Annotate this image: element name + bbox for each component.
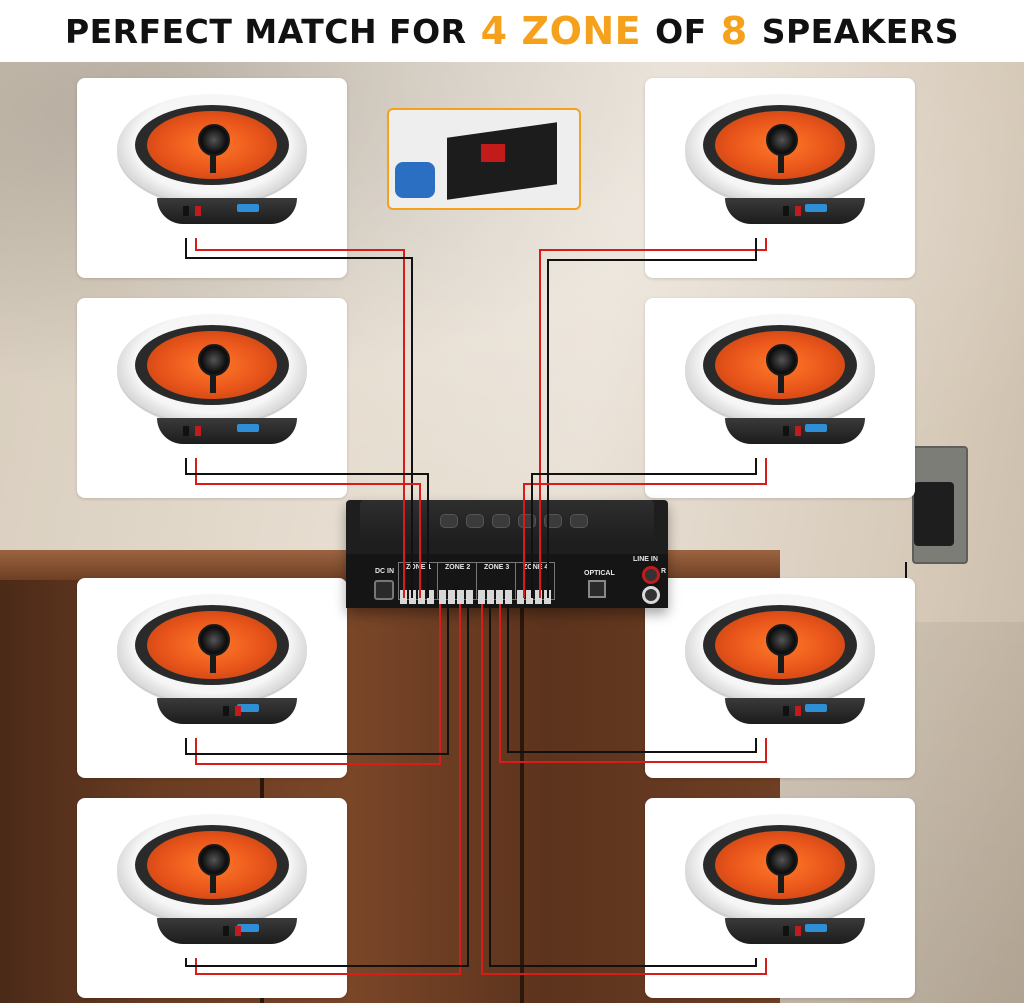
wire-black bbox=[507, 604, 757, 753]
speaker-card-3 bbox=[77, 298, 347, 498]
dc-in-jack bbox=[374, 580, 394, 600]
ceiling-speaker-icon bbox=[685, 594, 875, 724]
wire-black bbox=[547, 238, 757, 598]
headline-zones-word: ZONE bbox=[521, 9, 642, 53]
zone-1-label: ZONE 1 bbox=[406, 564, 432, 571]
speaker-terminal bbox=[448, 590, 455, 604]
headline-part3: SPEAKERS bbox=[761, 11, 960, 51]
cabinet-groove bbox=[520, 580, 524, 1003]
speaker-terminal bbox=[526, 590, 533, 604]
headline-speakers-count: 8 bbox=[720, 9, 748, 53]
power-adapter-icon bbox=[914, 482, 954, 546]
speaker-card-8 bbox=[645, 798, 915, 998]
speaker-card-4 bbox=[645, 298, 915, 498]
speaker-terminal bbox=[478, 590, 485, 604]
red-terminal bbox=[481, 144, 505, 162]
headline-part1: PERFECT MATCH FOR bbox=[64, 11, 467, 51]
wire-red bbox=[195, 604, 461, 975]
speaker-card-2 bbox=[645, 78, 915, 278]
ceiling-speaker-icon bbox=[685, 94, 875, 224]
wire-red bbox=[195, 604, 441, 765]
speaker-terminal bbox=[457, 590, 464, 604]
line-in-right-label: R bbox=[661, 568, 667, 575]
wire-black bbox=[185, 604, 469, 967]
wire-black bbox=[531, 458, 757, 598]
speaker-terminal bbox=[535, 590, 542, 604]
wire-red bbox=[499, 604, 767, 763]
rca-right-port bbox=[642, 566, 660, 584]
wire-black bbox=[489, 604, 757, 967]
zone-3-label: ZONE 3 bbox=[484, 564, 510, 571]
ceiling-speaker-icon bbox=[117, 94, 307, 224]
speaker-terminal bbox=[496, 590, 503, 604]
ceiling-speaker-icon bbox=[117, 594, 307, 724]
wire-black bbox=[185, 458, 429, 598]
speaker-card-7 bbox=[77, 798, 347, 998]
terminal-closeup-inset bbox=[387, 108, 581, 210]
capacitor bbox=[395, 162, 435, 198]
wire-red bbox=[481, 604, 767, 975]
ceiling-speaker-icon bbox=[685, 314, 875, 444]
amp-button bbox=[440, 514, 458, 528]
amp-button bbox=[492, 514, 510, 528]
line-in-label: LINE IN bbox=[633, 556, 658, 563]
optical-label: OPTICAL bbox=[584, 570, 615, 577]
amp-button bbox=[570, 514, 588, 528]
headline: PERFECT MATCH FOR 4 ZONE OF 8 SPEAKERS bbox=[0, 0, 1024, 62]
speaker-card-1 bbox=[77, 78, 347, 278]
speaker-card-6 bbox=[645, 578, 915, 778]
amplifier-top-panel bbox=[360, 500, 654, 540]
optical-port bbox=[588, 580, 606, 598]
zone-2-label: ZONE 2 bbox=[445, 564, 471, 571]
speaker-terminal bbox=[466, 590, 473, 604]
amp-button bbox=[466, 514, 484, 528]
speaker-terminal bbox=[439, 590, 446, 604]
ceiling-speaker-icon bbox=[685, 814, 875, 944]
wire-red bbox=[539, 238, 767, 598]
speaker-terminal bbox=[505, 590, 512, 604]
ceiling-speaker-icon bbox=[117, 814, 307, 944]
wire-black bbox=[185, 238, 413, 598]
speaker-terminal bbox=[427, 590, 434, 604]
speaker-terminal bbox=[487, 590, 494, 604]
speaker-terminal bbox=[517, 590, 524, 604]
speaker-terminal bbox=[418, 590, 425, 604]
headline-zones-count: 4 bbox=[480, 9, 508, 53]
ceiling-speaker-icon bbox=[117, 314, 307, 444]
cabinet-groove bbox=[260, 580, 264, 1003]
wire-black bbox=[185, 604, 449, 755]
headline-part2: OF bbox=[655, 11, 707, 51]
speaker-card-5 bbox=[77, 578, 347, 778]
zone-4-label: ZONE 4 bbox=[523, 564, 549, 571]
rca-left-port bbox=[642, 586, 660, 604]
wire-red bbox=[523, 458, 767, 598]
wire-red bbox=[195, 238, 405, 598]
dc-in-label: DC IN bbox=[375, 568, 395, 575]
wire-red bbox=[195, 458, 421, 598]
